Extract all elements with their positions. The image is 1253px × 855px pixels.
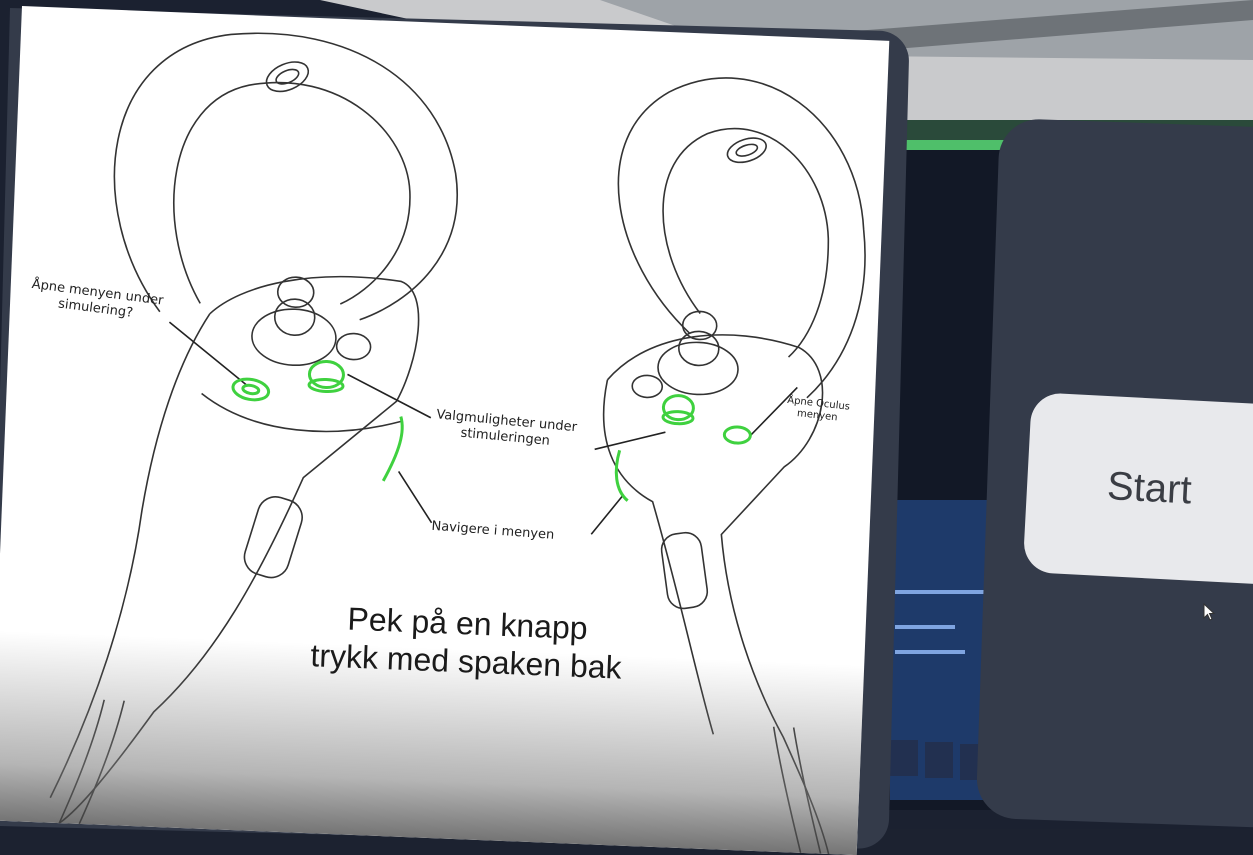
controller-instruction-card: Åpne menyen under simulering? Åpne Oculu…: [0, 6, 889, 855]
start-button[interactable]: Start: [1023, 392, 1253, 585]
start-button-label: Start: [1106, 464, 1193, 513]
pointer-cursor-icon: [1203, 603, 1217, 623]
